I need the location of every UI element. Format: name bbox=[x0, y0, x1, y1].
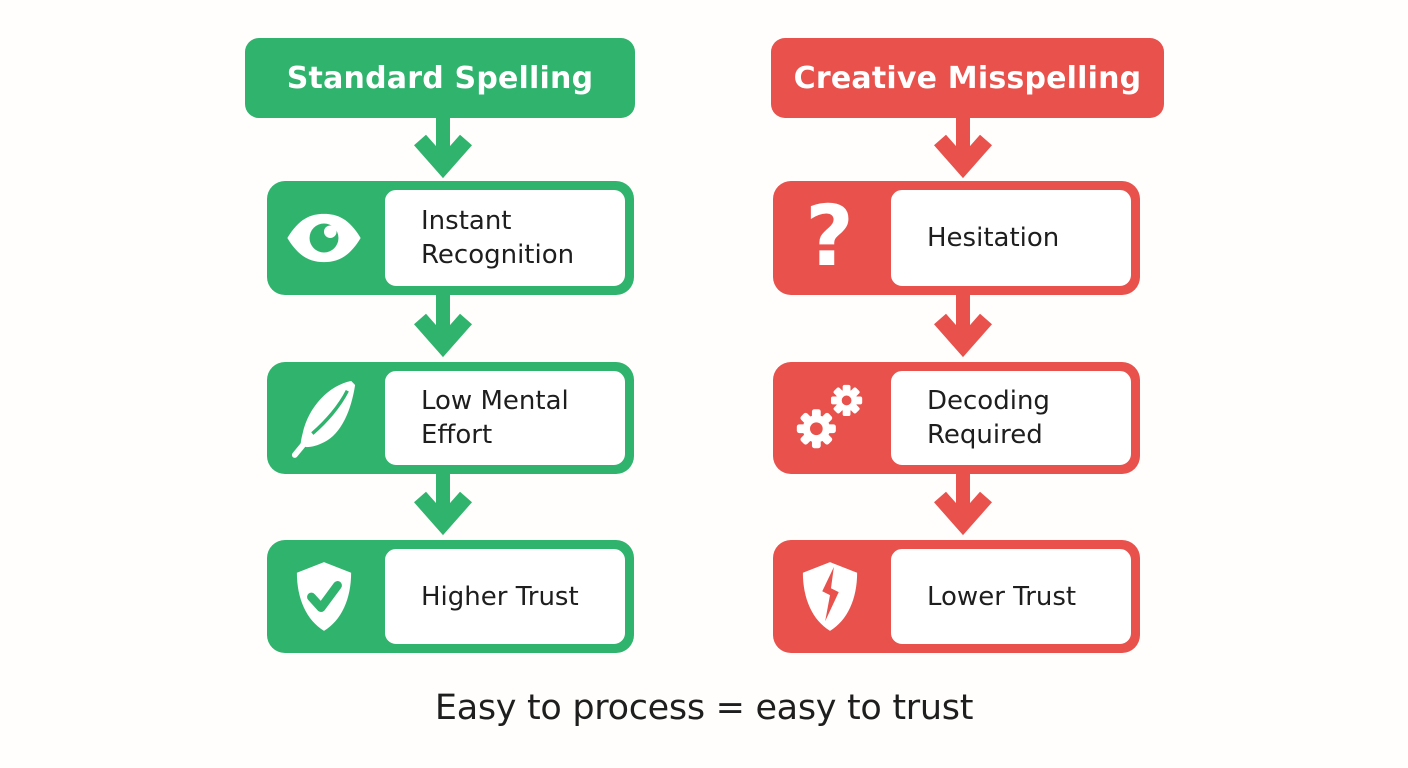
down-arrow-icon bbox=[934, 116, 992, 179]
card-icon-box bbox=[267, 181, 380, 295]
card-label: Lower Trust bbox=[927, 581, 1077, 612]
shield-check-icon bbox=[296, 561, 351, 631]
card-label: Instant Recognition bbox=[421, 206, 575, 270]
card-icon-box bbox=[773, 362, 886, 474]
eye-icon bbox=[286, 213, 361, 263]
question-mark-icon: ? bbox=[805, 187, 854, 285]
card-icon-box bbox=[267, 362, 380, 474]
card-label-panel: Low Mental Effort bbox=[380, 366, 630, 470]
hesitation-card: ? Hesitation bbox=[773, 181, 1140, 295]
card-icon-box: ? bbox=[773, 181, 886, 295]
down-arrow-icon bbox=[934, 473, 992, 536]
down-arrow-icon bbox=[934, 295, 992, 358]
card-label-panel: Instant Recognition bbox=[380, 185, 630, 291]
card-label: Decoding Required bbox=[927, 386, 1050, 450]
gears-icon bbox=[796, 384, 862, 449]
card-label-panel: Lower Trust bbox=[886, 544, 1136, 649]
down-arrow-icon bbox=[414, 473, 472, 536]
low-mental-effort-card: Low Mental Effort bbox=[267, 362, 634, 474]
lower-trust-card: Lower Trust bbox=[773, 540, 1140, 653]
card-icon-box bbox=[773, 540, 886, 653]
card-label: Hesitation bbox=[927, 223, 1060, 253]
feather-icon bbox=[291, 381, 355, 458]
caption: Easy to process = easy to trust bbox=[434, 688, 974, 728]
shield-broken-icon bbox=[802, 561, 857, 631]
instant-recognition-card: Instant Recognition bbox=[267, 181, 634, 295]
down-arrow-icon bbox=[414, 116, 472, 179]
card-label: Low Mental Effort bbox=[421, 386, 569, 450]
standard-spelling-header: Standard Spelling bbox=[245, 38, 635, 118]
decoding-required-card: Decoding Required bbox=[773, 362, 1140, 474]
card-label: Higher Trust bbox=[421, 581, 579, 612]
card-label-panel: Hesitation bbox=[886, 185, 1136, 291]
creative-misspelling-header: Creative Misspelling bbox=[771, 38, 1164, 118]
higher-trust-card: Higher Trust bbox=[267, 540, 634, 653]
card-icon-box bbox=[267, 540, 380, 653]
down-arrow-icon bbox=[414, 295, 472, 358]
standard-spelling-header-label: Standard Spelling bbox=[286, 60, 594, 96]
creative-misspelling-header-label: Creative Misspelling bbox=[793, 60, 1142, 96]
card-label-panel: Higher Trust bbox=[380, 544, 630, 649]
card-label-panel: Decoding Required bbox=[886, 366, 1136, 470]
